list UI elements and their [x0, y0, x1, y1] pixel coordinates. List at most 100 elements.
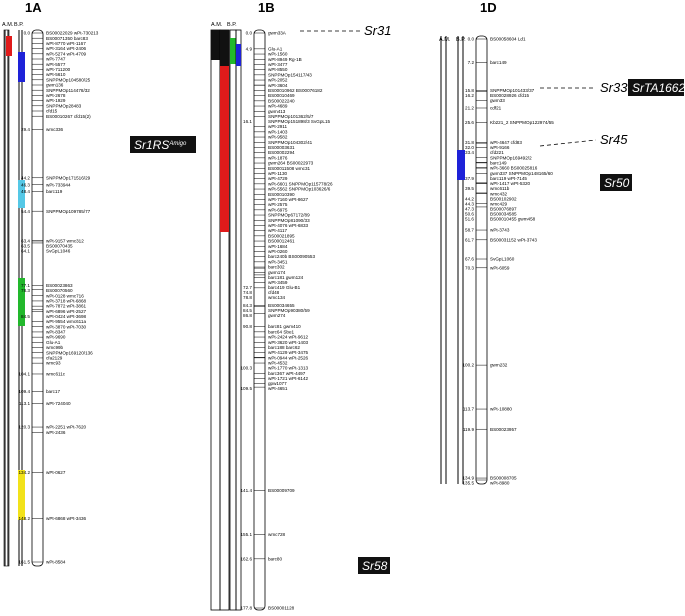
chromosome-body-1b: [253, 29, 266, 611]
marker-name-1b: wPt-4729: [268, 176, 288, 181]
marker-name-1a: barc119: [46, 189, 63, 194]
marker-name-1b: wPt-4076 wPt-6833: [268, 223, 309, 228]
marker-name-1d: BS00023957: [490, 427, 517, 432]
marker-name-1b: gpw1077: [268, 381, 287, 386]
marker-name-1d: barc149: [490, 60, 507, 65]
marker-name-1a: wPt-9690: [46, 335, 66, 340]
marker-name-1a: wmc93: [46, 361, 61, 366]
marker-name-1d: SNPPMOp169492/2: [490, 155, 532, 160]
bp-header-1b: B.P.: [227, 22, 237, 28]
marker-name-1b: wPt-4117: [268, 228, 288, 233]
marker-position-1d: 0.0: [468, 37, 475, 42]
marker-position-1a: 161.5: [19, 560, 31, 565]
marker-name-1a: wPt-8770 wPt-1167: [46, 41, 86, 46]
srta-label: SrTA1662: [632, 81, 685, 95]
marker-position-1a: 109.4: [19, 389, 31, 394]
marker-name-1a: wPt-3718 wPt-6868: [46, 299, 87, 304]
marker-position-1a: 0.0: [24, 31, 31, 36]
marker-name-1b: SNPPMOp81090/33: [268, 218, 310, 223]
marker-name-1a: wPt-9157 wmc312: [46, 238, 84, 243]
marker-position-1b: 90.8: [243, 324, 252, 329]
marker-position-1b: 162.6: [241, 556, 253, 561]
bp-region-blue-1b: [236, 44, 241, 66]
am-header-1b: A.M.: [211, 22, 223, 28]
marker-name-1b: wPt-0944 wPt-2526: [268, 355, 309, 360]
marker-name-1b: wPt-4129 wPt-3475: [268, 350, 309, 355]
marker-name-1b: wPt-4689: [268, 104, 288, 109]
bp-column-1b-2: [235, 29, 242, 611]
marker-name-1a: wPt-7747: [46, 57, 66, 62]
marker-position-1d: 16.2: [465, 93, 474, 98]
marker-name-1a: wPt-2678: [46, 93, 66, 98]
marker-position-1d: 119.9: [463, 427, 475, 432]
marker-name-1b: barc367 wPt-4497: [268, 371, 306, 376]
marker-name-1a: cfd15: [46, 109, 58, 114]
marker-name-1d: BS00031152 wPt-3743: [490, 237, 537, 242]
marker-name-1b: barc181 gwm124: [268, 275, 304, 280]
marker-position-1b: 84.3: [243, 303, 252, 308]
marker-name-1b: wmc728: [268, 532, 286, 537]
marker-name-1d: BS00076897: [490, 206, 517, 211]
marker-name-1d: wPt-6059: [490, 265, 510, 270]
marker-name-1b: wmc134: [268, 295, 286, 300]
marker-name-1b: wPt-2911: [268, 124, 288, 129]
marker-name-1b: SNPPMOp90380/59: [268, 308, 310, 313]
marker-name-1b: wPt-1403: [268, 129, 288, 134]
marker-name-1d: barc149: [490, 160, 507, 165]
marker-name-1b: wPt-3477: [268, 62, 288, 67]
marker-position-1b: 109.5: [241, 386, 253, 391]
marker-name-1b: wPt-1721 wPt-6142: [268, 376, 309, 381]
chromosome-title-1a: 1A: [25, 0, 42, 15]
marker-position-1d: 7.2: [468, 60, 475, 65]
marker-name-1d: wPt-3743: [490, 228, 510, 233]
marker-position-1a: 120.3: [19, 425, 31, 430]
marker-name-1b: wPt-8550: [268, 67, 288, 72]
sr1rs-name: Sr1RS: [134, 138, 169, 152]
marker-name-1b: SNPPMOp67172/89: [268, 213, 310, 218]
marker-name-1a: wPt-1929: [46, 98, 66, 103]
marker-position-1d: 15.8: [465, 88, 474, 93]
marker-position-1d: 33.4: [465, 150, 474, 155]
marker-position-1d: 67.6: [465, 257, 474, 262]
marker-name-1d: gwm33: [490, 98, 505, 103]
marker-name-1d: BS00034585: [490, 211, 517, 216]
marker-name-1a: wPt-0128 wmc716: [46, 293, 84, 298]
marker-name-1a: wPt-6896 wPt-2527: [46, 309, 87, 314]
sr31-label: Sr31: [364, 23, 391, 38]
marker-name-1d: BS00058604 Ld1: [490, 37, 526, 42]
marker-name-1a: SNPPMOp109785/77: [46, 209, 91, 214]
marker-name-1d: wPt-4647 cfd83: [490, 140, 522, 145]
marker-name-1a: wPt-3870 wPt-7030: [46, 324, 87, 329]
am-region-black-1b: [211, 30, 220, 60]
marker-position-1a: 84.5: [21, 314, 30, 319]
marker-name-1a: wPt-7872 wPt-3861: [46, 304, 87, 309]
marker-name-1d: wPt-3660 BS00025816: [490, 166, 538, 171]
marker-name-1d: cfd221: [490, 150, 504, 155]
marker-name-1b: wPt-4532: [268, 361, 288, 366]
marker-name-1b: barc419 Glu-B1: [268, 285, 301, 290]
marker-name-1b: wPt-1130: [268, 171, 288, 176]
chromosome-body-1a: [31, 29, 44, 567]
sr1rs-label: Sr1RSAmigo: [134, 138, 187, 152]
marker-name-1b: BS00034655: [268, 303, 295, 308]
marker-name-1a: BS00023863: [46, 283, 73, 288]
sr1rs-box: [130, 136, 196, 153]
marker-name-1b: gwm174: [268, 270, 286, 275]
marker-name-1b: barc302: [268, 265, 285, 270]
marker-name-1b: gwm264 BS00022973: [268, 161, 314, 166]
marker-name-1b: BS00003631: [268, 145, 295, 150]
marker-name-1a: wPt-2436: [46, 430, 66, 435]
marker-name-1a: SNPPMOp169120/136: [46, 350, 93, 355]
marker-name-1b: BS00010962 BS00076182: [268, 88, 323, 93]
marker-name-1b: wPt-2052: [268, 78, 288, 83]
marker-name-1a: wmc611c: [46, 372, 66, 377]
marker-name-1b: BS00010469: [268, 93, 295, 98]
marker-position-1a: 148.2: [19, 516, 31, 521]
marker-name-1d: BS00010455 gwm458: [490, 216, 536, 221]
marker-name-1d: Kb221_2 SNPPMOp122974/55: [490, 120, 554, 125]
marker-position-1b: 84.5: [243, 308, 252, 313]
marker-name-1a: wPt-2251 wPt-7620: [46, 425, 87, 430]
marker-name-1a: barc17: [46, 389, 60, 394]
marker-name-1b: barc240b BS00090553: [268, 254, 315, 259]
